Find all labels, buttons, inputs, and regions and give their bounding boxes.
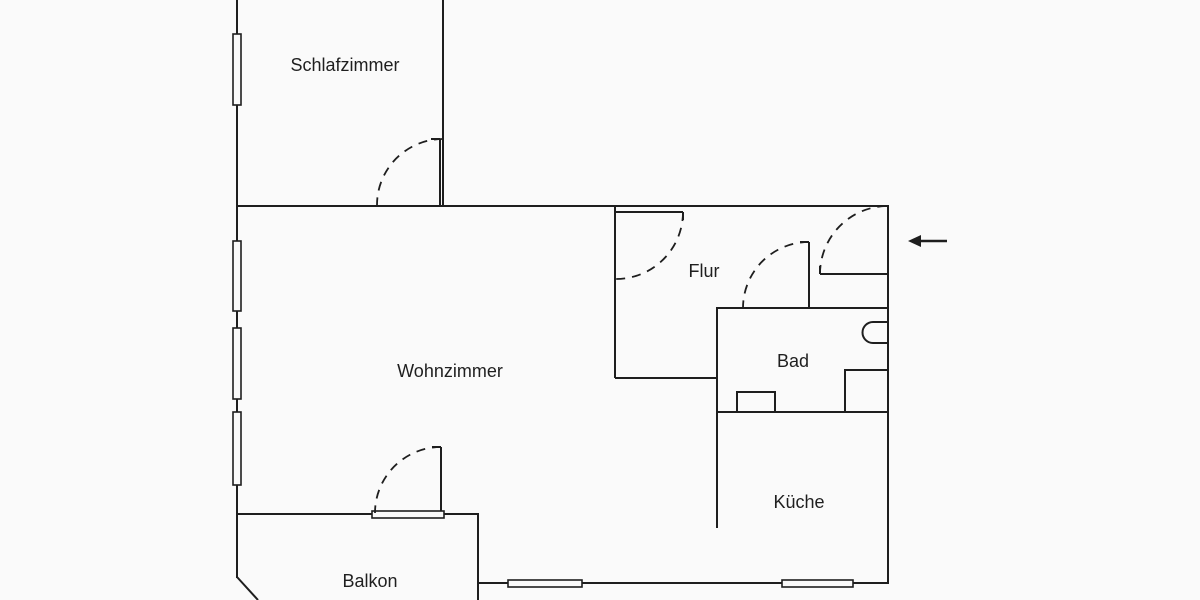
flur-door-swing-arc [615,211,684,280]
wohnzimmer-window-1 [232,240,242,312]
balkon-corner-wall [236,576,259,600]
entrance-arrow-head [908,235,921,247]
bad-sink [736,391,776,412]
balkon-door-swing-arc [374,446,442,514]
kueche-window [781,579,854,588]
room-label-kueche: Küche [773,492,824,512]
entrance-arrow [908,235,947,247]
room-label-schlafzimmer: Schlafzimmer [290,55,399,75]
dining-area-window [507,579,583,588]
balkon-door [374,446,442,514]
schlafzimmer-window [232,33,242,106]
bad-shower [844,369,888,412]
room-label-flur: Flur [689,261,720,281]
room-label-wohnzimmer: Wohnzimmer [397,361,503,381]
entrance-door [819,205,889,275]
bad-wc [861,321,888,344]
flur-door [615,211,684,280]
room-label-balkon: Balkon [342,571,397,591]
balkon-door-threshold [371,510,445,519]
entrance-door-swing-arc [819,205,889,275]
schlafzimmer-door-swing-arc [376,138,444,206]
wohnzimmer-window-3 [232,411,242,486]
doors-layer [374,138,889,514]
wohnzimmer-window-2 [232,327,242,400]
fixtures-layer [736,321,888,412]
bad-door-swing-arc [742,241,810,309]
schlafzimmer-door [376,138,444,206]
bad-door [742,241,810,309]
room-label-bad: Bad [777,351,809,371]
windows-layer [232,33,854,588]
